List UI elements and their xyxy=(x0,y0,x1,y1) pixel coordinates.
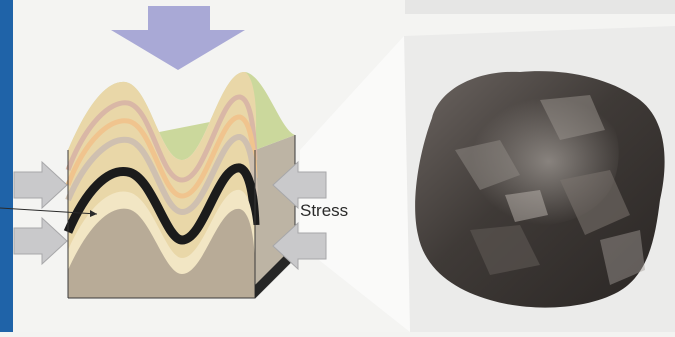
top-strip xyxy=(405,0,675,14)
stress-label: Stress xyxy=(300,201,348,221)
coal-rock-photo xyxy=(415,71,664,307)
left-edge-bar xyxy=(0,0,13,332)
